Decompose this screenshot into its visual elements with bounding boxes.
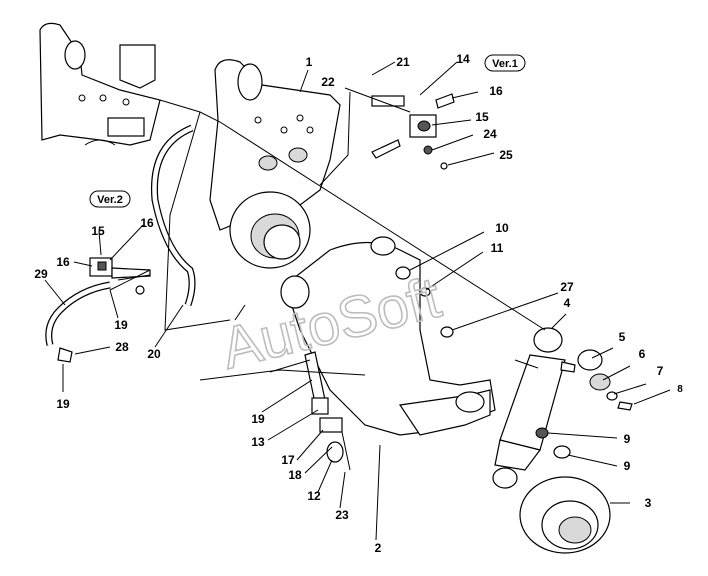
callout-label: 3 bbox=[645, 496, 652, 510]
callout-label: 13 bbox=[251, 435, 265, 449]
callout-label: 19 bbox=[251, 412, 265, 426]
callout-label: 16 bbox=[140, 216, 154, 230]
main-arm bbox=[280, 236, 496, 436]
callout-label: 1 bbox=[306, 55, 313, 69]
version-text-ver1: Ver.1 bbox=[492, 58, 518, 70]
callout-label: 20 bbox=[147, 347, 161, 361]
version-label-ver1: Ver.1 bbox=[484, 54, 526, 72]
callout-label: 16 bbox=[489, 84, 503, 98]
callout-label: 25 bbox=[499, 148, 513, 162]
callout-label: 12 bbox=[307, 489, 321, 503]
valve-assembly-ver1 bbox=[371, 93, 455, 170]
hose-line bbox=[150, 124, 196, 307]
callout-label: 15 bbox=[91, 224, 105, 238]
callout-labels: 1 2 3 4 5 6 7 8 9 9 10 11 12 13 14 15 15… bbox=[34, 52, 683, 555]
upper-left-bracket bbox=[39, 22, 161, 146]
callout-label: 2 bbox=[375, 541, 382, 555]
callout-label: 9 bbox=[624, 459, 631, 473]
leader-lines bbox=[44, 61, 671, 541]
hose-line-ver2 bbox=[45, 281, 111, 346]
pivot-drum bbox=[229, 191, 311, 269]
callout-label: 17 bbox=[281, 453, 295, 467]
bolts bbox=[395, 266, 454, 338]
callout-label: 5 bbox=[619, 330, 626, 344]
washer-stack bbox=[560, 349, 633, 411]
callout-label: 21 bbox=[396, 55, 410, 69]
wheel-hub bbox=[519, 476, 611, 554]
callout-label: 15 bbox=[475, 110, 489, 124]
callout-label: 19 bbox=[56, 397, 70, 411]
callout-label: 22 bbox=[321, 75, 335, 89]
alignment-lines bbox=[109, 87, 546, 381]
mounting-plate bbox=[209, 59, 341, 231]
callout-label: 28 bbox=[115, 340, 129, 354]
rod-assembly bbox=[304, 351, 351, 471]
version-text-ver2: Ver.2 bbox=[97, 194, 123, 206]
callout-label: 9 bbox=[624, 432, 631, 446]
callout-label: 27 bbox=[560, 280, 574, 294]
callout-label: 4 bbox=[564, 296, 571, 310]
version-label-ver2: Ver.2 bbox=[89, 190, 131, 208]
callout-label: 16 bbox=[56, 255, 70, 269]
callout-label: 18 bbox=[288, 468, 302, 482]
callout-label: 10 bbox=[495, 221, 509, 235]
callout-label: 24 bbox=[483, 127, 497, 141]
callout-label: 29 bbox=[34, 267, 48, 281]
callout-label: 19 bbox=[114, 318, 128, 332]
shock-absorber bbox=[492, 327, 566, 489]
callout-label: 7 bbox=[657, 364, 664, 378]
callout-label: 14 bbox=[456, 52, 470, 66]
callout-label: 11 bbox=[491, 241, 504, 255]
callout-label: 6 bbox=[639, 347, 646, 361]
callout-label: 8 bbox=[677, 384, 683, 395]
callout-label: 23 bbox=[335, 508, 349, 522]
valve-assembly-ver2 bbox=[57, 257, 151, 363]
